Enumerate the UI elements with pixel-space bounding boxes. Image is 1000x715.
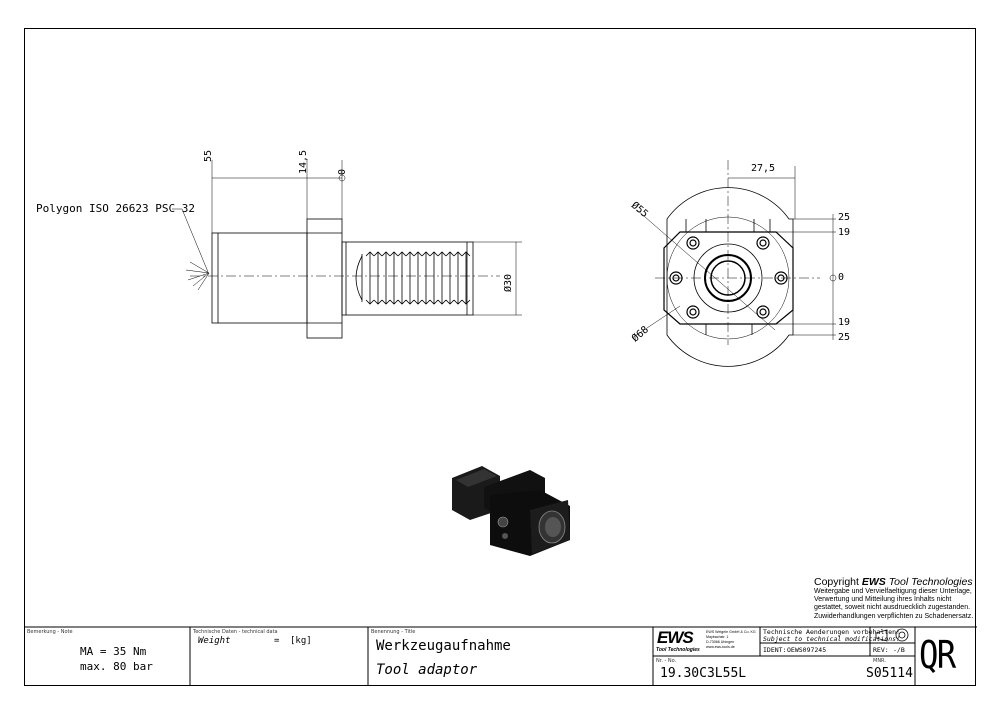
thread-profile xyxy=(365,251,471,305)
mnr-caption: MNR. xyxy=(873,658,886,664)
flange xyxy=(306,218,343,339)
note-caption: Bemerkung - Note xyxy=(27,629,73,635)
dim-right-19-top: 19 xyxy=(838,227,851,238)
dim-right-19-bottom: 19 xyxy=(838,317,851,328)
dim-d30: Ø30 xyxy=(503,273,514,292)
copyright-brand: EWS xyxy=(861,576,886,588)
copyright-line: Weitergabe und Vervielfaeltigung dieser … xyxy=(814,588,972,595)
dim-0: 0 xyxy=(337,168,348,175)
company-line: D-73066 Uhingen xyxy=(706,640,735,644)
bolt-holes xyxy=(669,236,788,319)
copyright-line: Zuwiderhandlungen verpflichten zu Schade… xyxy=(814,612,974,620)
title-en: Tool adaptor xyxy=(376,662,478,678)
nr-caption: Nr. - No. xyxy=(656,658,677,664)
dim-14-5: 14,5 xyxy=(298,149,309,174)
3d-render xyxy=(452,466,570,556)
rev-label: REV: xyxy=(873,646,889,654)
logo-subtitle: Tool Technologies xyxy=(656,647,700,653)
copyright-line: Verwertung und Mitteilung ihres Inhalts … xyxy=(814,596,952,604)
ident-label: IDENT: xyxy=(763,646,787,654)
side-view xyxy=(172,160,522,339)
part-number: 19.30C3L55L xyxy=(660,666,747,681)
company-line: Maybachstr. 1 xyxy=(706,635,729,639)
dim-27-5: 27,5 xyxy=(751,163,776,174)
copyright-prefix: Copyright xyxy=(814,576,862,588)
polygon-shank xyxy=(211,232,308,324)
dim-right-25-bottom: 25 xyxy=(838,332,851,343)
title-caption: Benennung - Title xyxy=(371,629,416,635)
weight-label: Weight xyxy=(198,636,231,646)
dim-right-25-top: 25 xyxy=(838,212,851,223)
copyright-line: gestattet, soweit nicht ausdruecklich zu… xyxy=(814,604,971,612)
qr-label: QR xyxy=(919,633,956,677)
notice-de: Technische Aenderungen vorbehalten! xyxy=(763,628,900,636)
dim-55: 55 xyxy=(203,149,214,162)
note-pressure: max. 80 bar xyxy=(80,660,153,673)
notice-en: Subject to technical modifications! xyxy=(763,635,900,643)
polygon-label: Polygon ISO 26623 PSC 32 xyxy=(36,202,195,215)
projection-symbol xyxy=(875,628,909,642)
copyright-notice: Copyright EWS Tool Technologies Weiterga… xyxy=(814,576,973,621)
tech-caption: Technische Daten - technical data xyxy=(193,629,278,635)
front-view xyxy=(631,160,837,367)
drawing-frame xyxy=(24,28,976,686)
company-address: EWS Weigele GmbH & Co. KG Maybachstr. 1 … xyxy=(706,630,756,650)
weight-eq: = xyxy=(274,636,280,646)
company-line: www.ews-tools.de xyxy=(706,645,735,649)
rev-value: -/B xyxy=(893,646,905,654)
note-torque: MA = 35 Nm xyxy=(80,645,147,658)
outer-contour xyxy=(666,187,794,367)
weight-unit: [kg] xyxy=(290,636,312,646)
dim-right-0: 0 xyxy=(838,272,845,283)
company-line: EWS Weigele GmbH & Co. KG xyxy=(706,630,756,634)
ident-value: OEWS097245 xyxy=(787,646,827,654)
copyright-suffix: Tool Technologies xyxy=(885,576,973,588)
title-de: Werkzeugaufnahme xyxy=(376,638,511,654)
mnr-value: S05114 xyxy=(866,666,913,681)
ews-logo: EWS xyxy=(657,628,694,647)
cylinder-shank xyxy=(341,241,474,316)
